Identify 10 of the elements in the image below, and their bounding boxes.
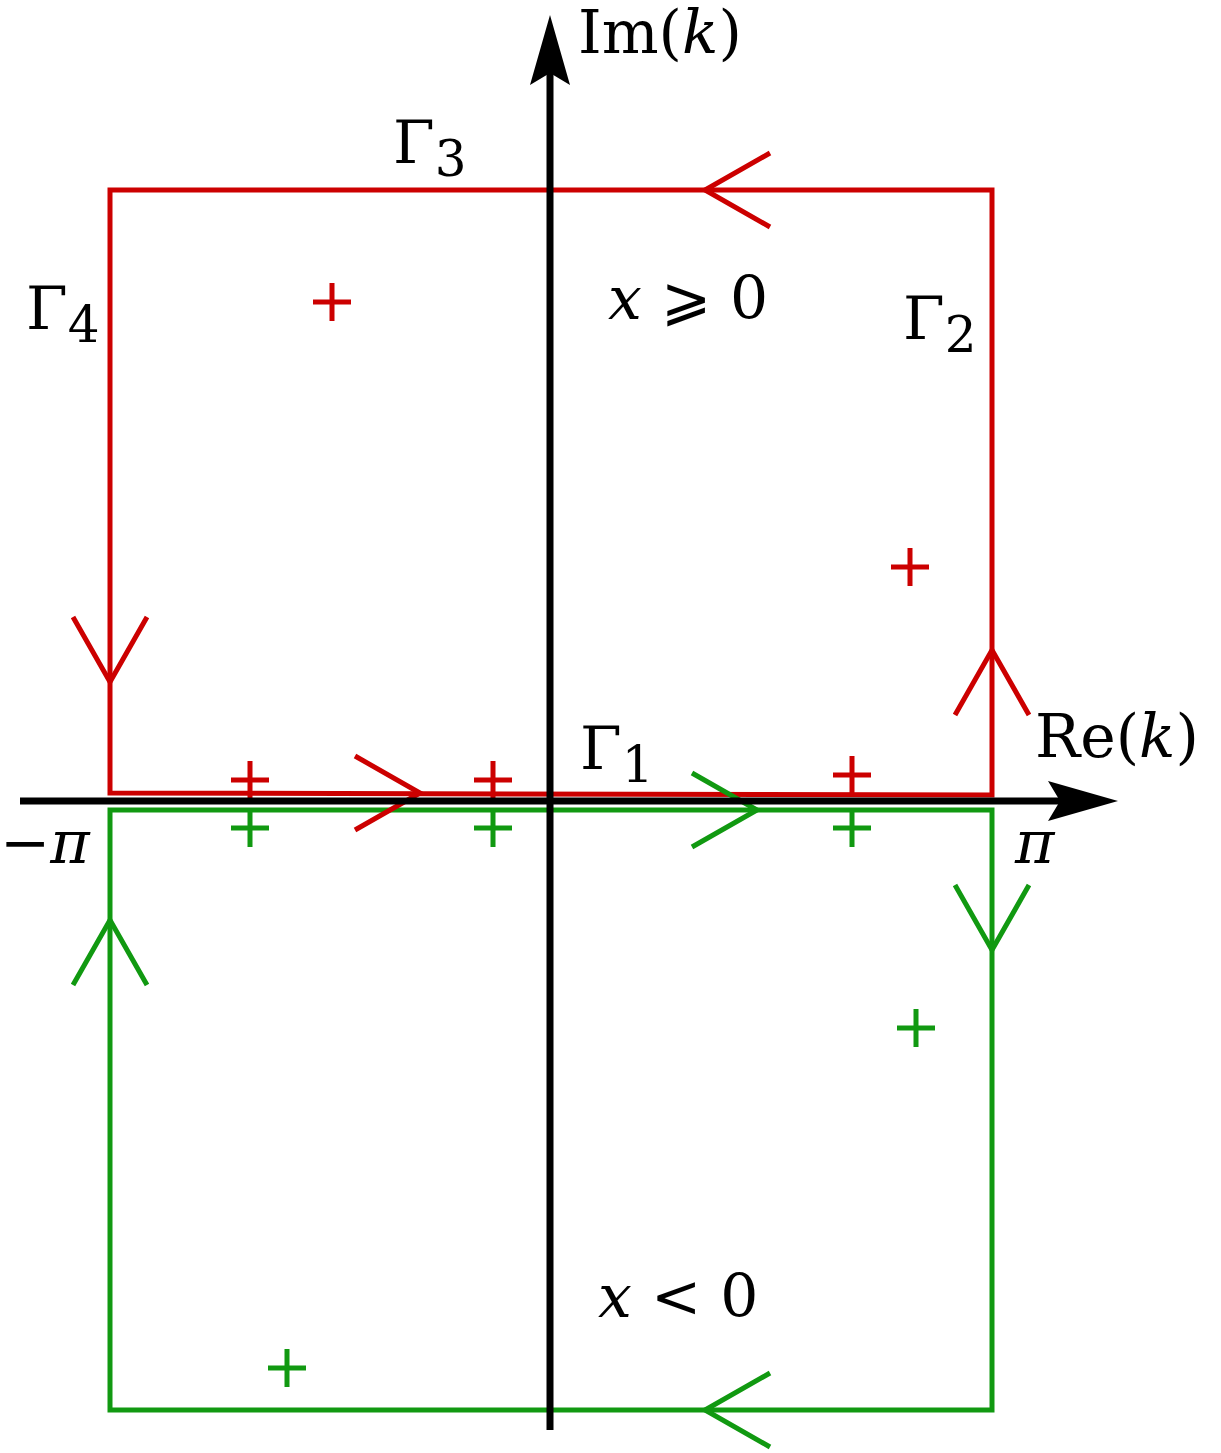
contour-label: Γ$_{3}$ (393, 112, 467, 184)
region-label: x < 0 (598, 1266, 759, 1326)
contour-label: Γ$_{1}$ (580, 718, 654, 790)
axis-label: Im(k) (578, 2, 742, 62)
tick-label: −π (0, 812, 90, 872)
tick-label: π (1015, 812, 1055, 872)
region-label: x ⩾ 0 (608, 268, 769, 328)
axis-label: Re(k) (1035, 706, 1199, 766)
contour-label: Γ$_{2}$ (903, 288, 977, 360)
contour-label: Γ$_{4}$ (26, 278, 100, 350)
